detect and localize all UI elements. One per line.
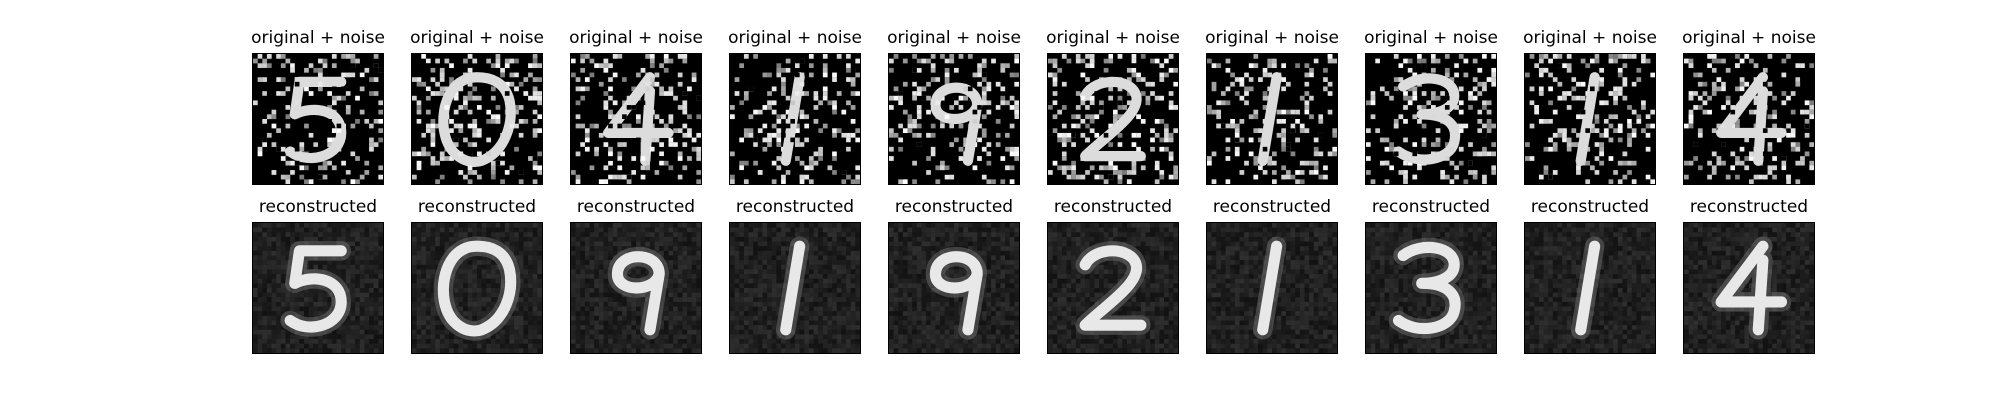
reconstructed-panel-9-image	[1524, 222, 1656, 354]
digit-stroke	[1575, 240, 1601, 336]
overlay-noise	[1048, 54, 1178, 184]
noisy-panel-3-image	[570, 53, 702, 185]
digit-stroke	[1575, 72, 1600, 166]
noisy-panel-9-svg	[1525, 54, 1655, 184]
reconstructed-panel-2-image	[411, 222, 543, 354]
noisy-panel-6-image	[1047, 53, 1179, 185]
noisy-panel-5-title: original + noise	[887, 28, 1021, 48]
reconstructed-panel-7-image	[1206, 222, 1338, 354]
reconstructed-panel-4-title: reconstructed	[735, 197, 855, 217]
reconstructed-panel-7-svg	[1207, 223, 1337, 353]
overlay-noise	[1688, 54, 1814, 184]
noisy-panel-3-svg	[571, 54, 701, 184]
reconstructed-panel-10-image	[1683, 222, 1815, 354]
noisy-panel-9-title: original + noise	[1523, 28, 1657, 48]
noisy-panel-6-title: original + noise	[1046, 28, 1180, 48]
noisy-panel-6-svg	[1048, 54, 1178, 184]
overlay-noise	[1366, 54, 1496, 184]
digit-stroke	[780, 240, 806, 336]
digit-stroke	[929, 251, 983, 336]
salt-noise	[1525, 54, 1655, 184]
reconstructed-panel-4-image	[729, 222, 861, 354]
reconstructed-panel-3-image	[570, 222, 702, 354]
noisy-panel-7-image	[1206, 53, 1338, 185]
reconstructed-panel-5-svg	[889, 223, 1019, 353]
reconstructed-panel-5-title: reconstructed	[894, 197, 1014, 217]
noisy-panel-10-svg	[1684, 54, 1814, 184]
noisy-panel-2-title: original + noise	[410, 28, 544, 48]
reconstructed-panel-1-image	[252, 222, 384, 354]
reconstructed-panel-3-title: reconstructed	[576, 197, 696, 217]
digit-stroke	[611, 251, 665, 336]
overlay-noise	[1525, 54, 1655, 184]
grain-noise	[412, 223, 542, 353]
noisy-panel-8-image	[1365, 53, 1497, 185]
noisy-panel-8-title: original + noise	[1364, 28, 1498, 48]
reconstructed-panel-8-title: reconstructed	[1371, 197, 1491, 217]
reconstructed-panel-2-svg	[412, 223, 542, 353]
grain-noise	[1684, 223, 1814, 353]
digit-stroke	[603, 72, 674, 166]
digit-stroke	[1715, 240, 1788, 336]
digit-stroke	[284, 245, 347, 333]
overlay-noise	[416, 54, 542, 175]
reconstructed-panel-9-title: reconstructed	[1530, 197, 1650, 217]
noisy-panel-2-svg	[412, 54, 542, 184]
overlay-noise	[571, 54, 701, 184]
noisy-panel-10-image	[1683, 53, 1815, 185]
reconstructed-panel-2-title: reconstructed	[417, 197, 537, 217]
digit-stroke	[1079, 245, 1147, 331]
reconstructed-panel-10-title: reconstructed	[1689, 197, 1809, 217]
noisy-panel-4-svg	[730, 54, 860, 184]
digit-stroke	[1716, 72, 1787, 166]
reconstructed-panel-9-svg	[1525, 223, 1655, 353]
reconstructed-panel-4-svg	[730, 223, 860, 353]
reconstructed-panel-6-image	[1047, 222, 1179, 354]
reconstructed-panel-6-svg	[1048, 223, 1178, 353]
reconstructed-panel-6-title: reconstructed	[1053, 197, 1173, 217]
digit-stroke	[437, 240, 517, 337]
noisy-panel-2-image	[411, 53, 543, 185]
digit-stroke	[1080, 76, 1146, 162]
reconstructed-panel-1-title: reconstructed	[258, 197, 378, 217]
reconstructed-panel-8-image	[1365, 222, 1497, 354]
reconstructed-panel-1-svg	[253, 223, 383, 353]
reconstructed-panel-7-title: reconstructed	[1212, 197, 1332, 217]
noisy-panel-1-image	[252, 53, 384, 185]
noisy-panel-4-image	[729, 53, 861, 185]
noisy-panel-4-title: original + noise	[728, 28, 862, 48]
noisy-panel-9-image	[1524, 53, 1656, 185]
salt-noise	[889, 54, 1019, 184]
digit-stroke	[1257, 240, 1283, 336]
digit-stroke	[438, 72, 516, 167]
digit-stroke	[1392, 241, 1461, 335]
overlay-noise	[1207, 54, 1337, 184]
reconstructed-panel-3-svg	[571, 223, 701, 353]
salt-noise	[730, 54, 860, 184]
noisy-panel-3-title: original + noise	[569, 28, 703, 48]
noisy-panel-10-title: original + noise	[1682, 28, 1816, 48]
noisy-panel-8-svg	[1366, 54, 1496, 184]
noisy-panel-5-svg	[889, 54, 1019, 184]
reconstructed-panel-8-svg	[1366, 223, 1496, 353]
overlay-noise	[898, 58, 1019, 180]
noisy-panel-1-title: original + noise	[251, 28, 385, 48]
noisy-panel-1-svg	[253, 54, 383, 184]
noisy-panel-7-title: original + noise	[1205, 28, 1339, 48]
reconstructed-panel-10-svg	[1684, 223, 1814, 353]
overlay-noise	[253, 54, 383, 184]
noisy-panel-5-image	[888, 53, 1020, 185]
noisy-panel-7-svg	[1207, 54, 1337, 184]
overlay-noise	[730, 54, 860, 180]
reconstructed-panel-5-image	[888, 222, 1020, 354]
